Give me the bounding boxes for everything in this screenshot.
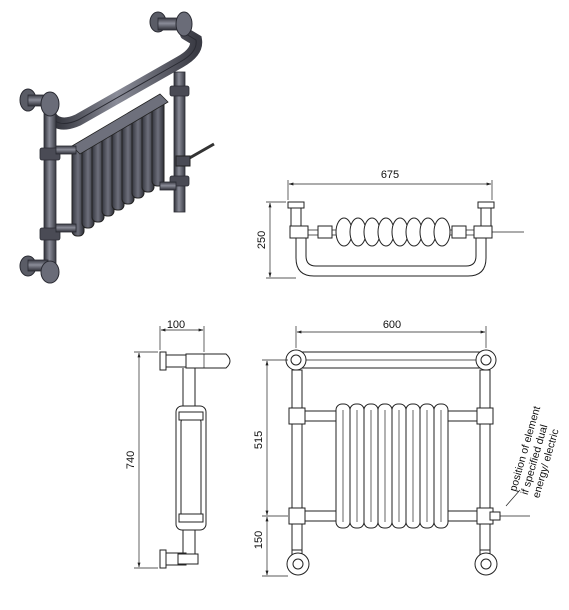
side-view: 100 740 bbox=[125, 319, 231, 569]
side-depth-dimension: 100 bbox=[167, 319, 185, 331]
radiator-fins-front bbox=[335, 403, 449, 529]
top-width-dimension: 675 bbox=[381, 169, 399, 181]
radiator-fins-plan bbox=[335, 217, 451, 247]
front-lower-height-dimension: 150 bbox=[253, 531, 265, 549]
front-width-dimension: 600 bbox=[383, 319, 401, 331]
front-view: 600 515 150 position of element if speci… bbox=[253, 319, 562, 577]
front-upper-height-dimension: 515 bbox=[253, 431, 265, 449]
top-view: 675 250 bbox=[256, 169, 524, 279]
radiator-fins-3d bbox=[71, 93, 169, 237]
element-position-note: position of element if specified dual en… bbox=[507, 405, 561, 500]
top-depth-dimension: 250 bbox=[256, 231, 268, 249]
side-height-dimension: 740 bbox=[125, 451, 137, 469]
isometric-view bbox=[19, 11, 215, 284]
